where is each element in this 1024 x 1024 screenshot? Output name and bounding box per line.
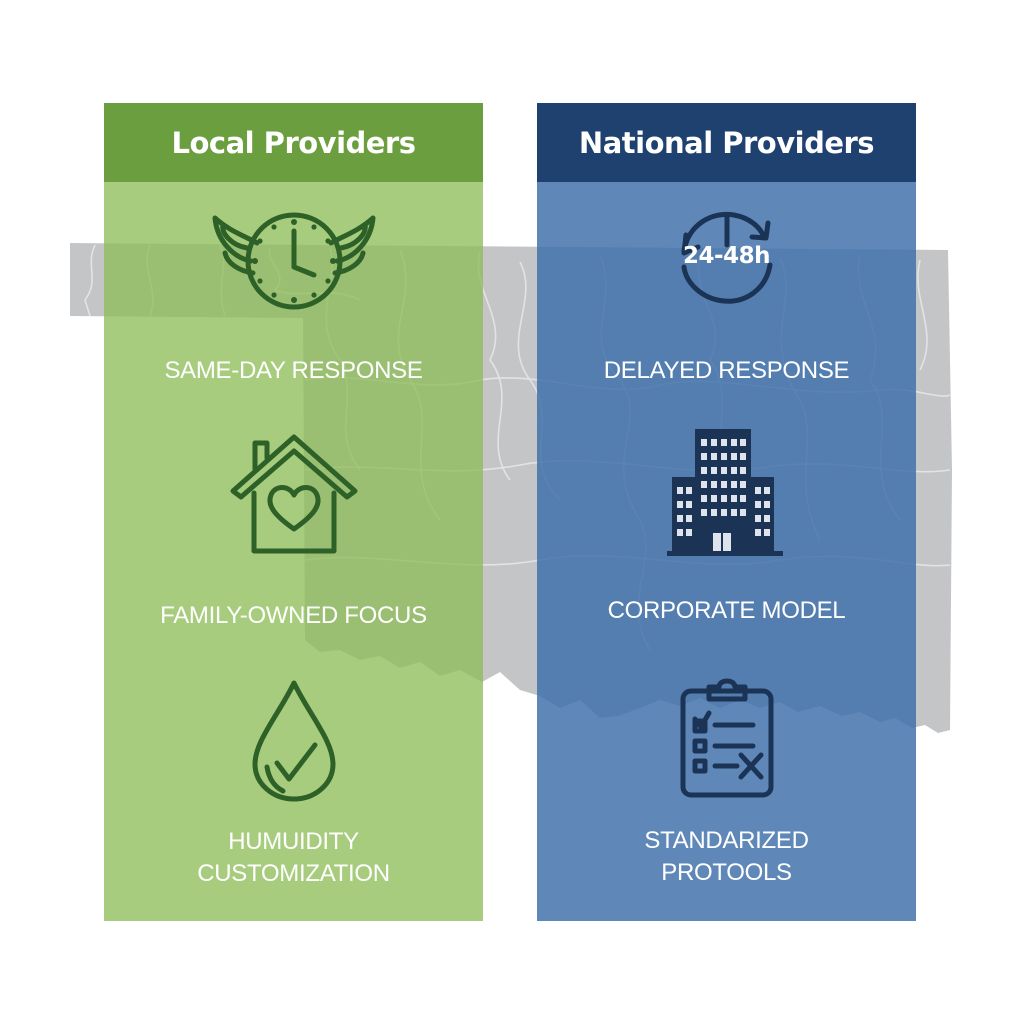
national-item-label-line1: STANDARIZED [644,827,809,854]
winged-clock-icon [212,212,375,310]
local-providers-panel: Local Providers SAME-DAY RES [104,103,483,921]
clipboard-checklist-icon [680,678,773,798]
circular-arrows-icon [681,211,772,304]
water-drop-check-icon [252,680,335,802]
national-item-label-line2: PROTOOLS [661,859,792,886]
national-item-standardized-protocols: STANDARIZED PROTOOLS [537,675,916,889]
local-item-label: FAMILY-OWNED FOCUS [160,602,427,629]
local-item-label-line1: HUMUIDITY [228,828,359,855]
local-providers-title: Local Providers [104,103,483,182]
local-item-family-owned-focus: FAMILY-OWNED FOCUS [104,433,483,632]
local-item-humidity-customization: HUMUIDITY CUSTOMIZATION [104,679,483,890]
national-item-corporate-model: CORPORATE MODEL [537,429,916,627]
response-time-text: 24-48h [683,243,770,269]
circular-arrows-clock-icon: 24-48h [672,203,782,313]
office-building-icon [666,429,783,556]
national-providers-title: National Providers [537,103,916,182]
national-item-delayed-response: 24-48h DELAYED RESPONSE [537,203,916,387]
national-item-label: DELAYED RESPONSE [603,357,850,384]
local-item-label: SAME-DAY RESPONSE [164,357,423,384]
national-item-label: CORPORATE MODEL [607,597,846,624]
national-providers-panel: National Providers 24-48h DELAYED RESPON… [537,103,916,921]
local-item-label-line2: CUSTOMIZATION [197,860,390,887]
local-item-same-day-response: SAME-DAY RESPONSE [104,203,483,387]
house-heart-icon [230,434,357,554]
